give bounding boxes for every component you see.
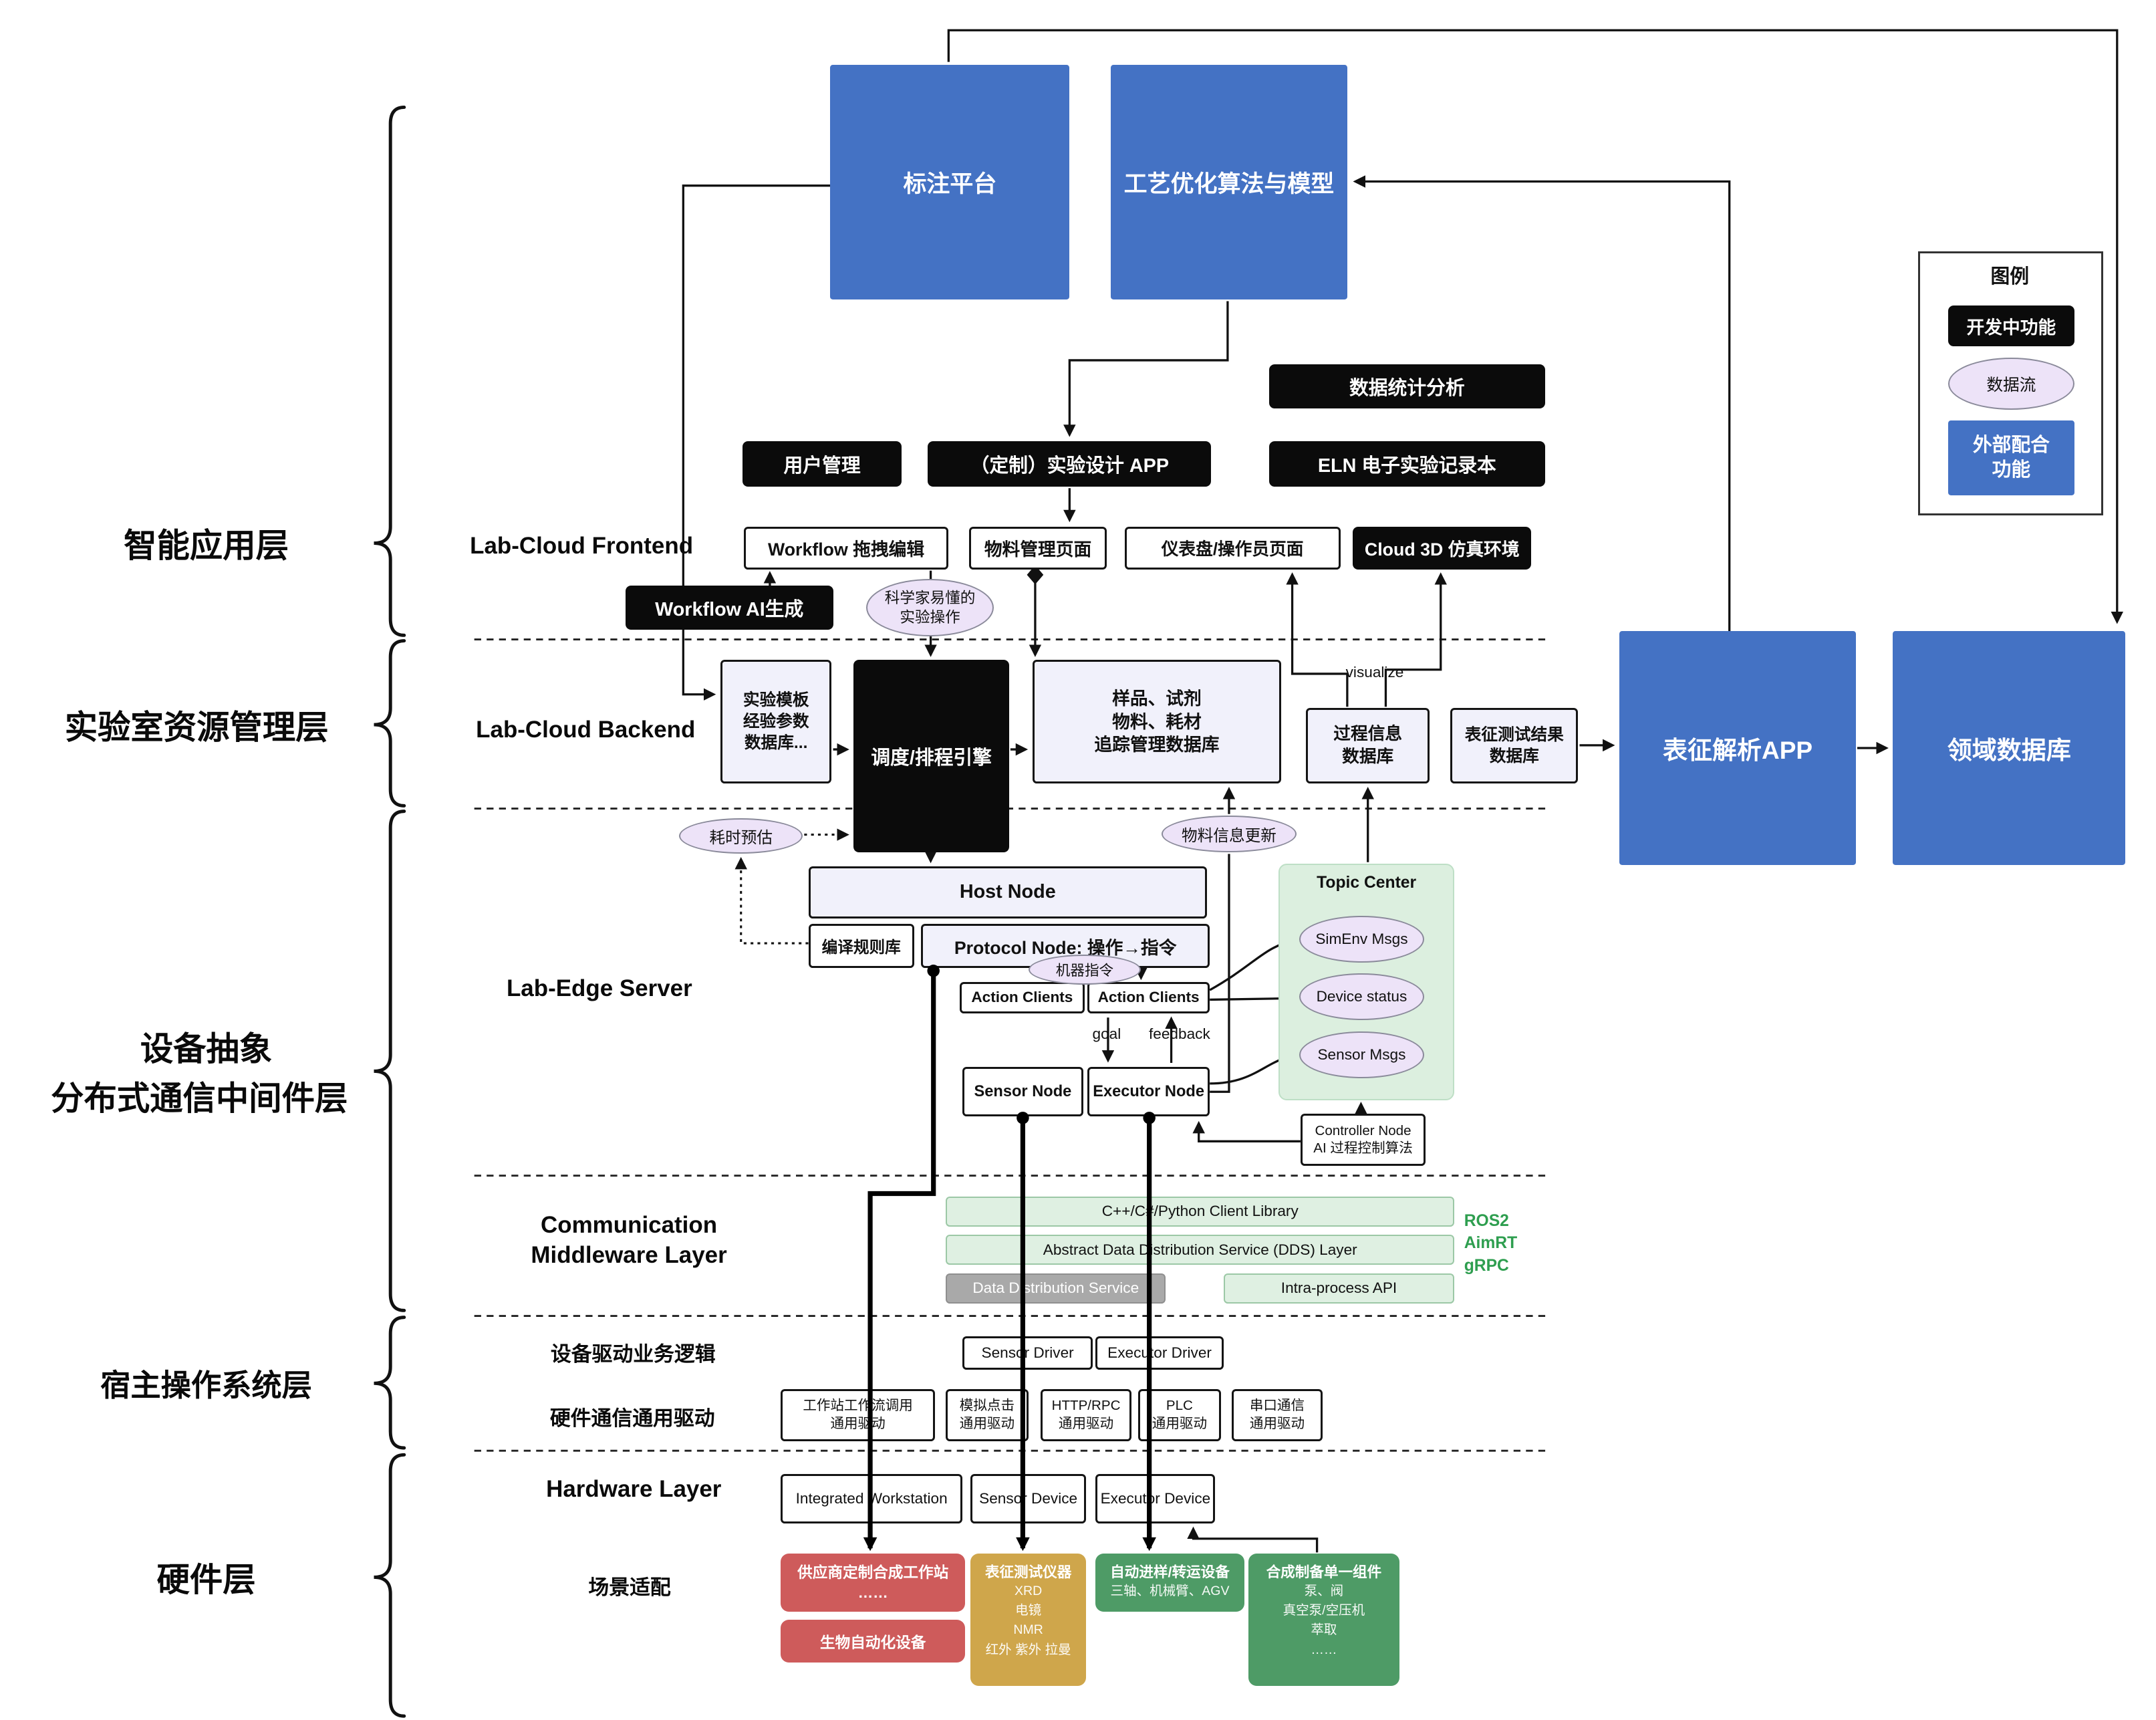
sensor-driver-box: Sensor Driver [962, 1336, 1093, 1370]
data-stats-box: 数据统计分析 [1268, 364, 1546, 408]
edge-section-label: Lab-Edge Server [506, 975, 692, 1001]
backend-section-label: Lab-Cloud Backend [476, 717, 696, 743]
char-instruments-title: 表征测试仪器 [984, 1563, 1072, 1580]
sensor-device-box: Sensor Device [970, 1474, 1087, 1524]
sensor-node-box: Sensor Node [962, 1067, 1083, 1117]
synthesis-components-box: 合成制备单一组件 泵、阀 真空泵/空压机 萃取 …… [1248, 1554, 1400, 1686]
layer-label-hardware: 硬件层 [156, 1561, 256, 1598]
layer-label-host-os: 宿主操作系统层 [100, 1368, 312, 1402]
domain-db-box: 领域数据库 [1893, 631, 2126, 865]
layer-label-device-abstraction: 设备抽象 [140, 1030, 273, 1068]
dds-service-box: Data Distribution Service [946, 1273, 1166, 1304]
sample-db-box: 样品、试剂 物料、耗材 追踪管理数据库 [1032, 660, 1282, 784]
eln-box: ELN 电子实验记录本 [1268, 441, 1546, 487]
driver-logic-label: 设备驱动业务逻辑 [550, 1342, 716, 1366]
feedback-label: feedback [1149, 1025, 1210, 1042]
transfer-equipment-title: 自动进样/转运设备 [1110, 1563, 1230, 1580]
scene-adaptation-label: 场景适配 [588, 1576, 671, 1600]
char-instruments-body: XRD 电镜 NMR 红外 紫外 拉曼 [985, 1583, 1071, 1657]
process-optimization-box: 工艺优化算法与模型 [1111, 64, 1347, 300]
frontend-section-label: Lab-Cloud Frontend [470, 532, 694, 559]
executor-driver-box: Executor Driver [1095, 1336, 1224, 1370]
driver-http-rpc-box: HTTP/RPC 通用驱动 [1041, 1388, 1131, 1441]
compile-rules-box: 编译规则库 [808, 924, 914, 969]
topic-center-title: Topic Center [1317, 873, 1417, 892]
executor-device-box: Executor Device [1095, 1474, 1216, 1524]
layer-braces [374, 105, 406, 1718]
transfer-equipment-box: 自动进样/转运设备 三轴、机械臂、AGV [1095, 1554, 1244, 1612]
synthesis-components-title: 合成制备单一组件 [1266, 1563, 1382, 1580]
layer-label-resource: 实验室资源管理层 [64, 709, 329, 746]
annotation-platform-box: 标注平台 [830, 64, 1070, 300]
workflow-ai-box: Workflow AI生成 [625, 586, 833, 630]
material-update-flow: 物料信息更新 [1162, 815, 1297, 853]
action-clients-left-box: Action Clients [959, 981, 1085, 1013]
bus-protocol-to-workstation [863, 971, 936, 1552]
custom-design-app-box: （定制）实验设计 APP [928, 441, 1212, 487]
workflow-edit-box: Workflow 拖拽编辑 [743, 526, 949, 570]
char-app-box: 表征解析APP [1619, 631, 1856, 865]
arrow-process-db-to-cloud3d [1384, 572, 1447, 707]
executor-node-box: Executor Node [1087, 1067, 1210, 1117]
middleware-section-label: Communication Middleware Layer [531, 1211, 727, 1269]
machine-cmd-flow: 机器指令 [1028, 954, 1141, 985]
device-status-flow: Device status [1299, 973, 1425, 1021]
brace-app-layer [374, 105, 406, 637]
arrow-optimization-to-design-app [1063, 301, 1229, 437]
host-node-box: Host Node [808, 866, 1208, 919]
legend-title: 图例 [1990, 265, 2030, 287]
brace-hardware-layer [374, 1453, 406, 1718]
driver-click-box: 模拟点击 通用驱动 [946, 1388, 1029, 1441]
line-executor-to-material-update [1210, 854, 1230, 1093]
arrow-synthesis-to-executor-device [1187, 1526, 1319, 1553]
protocol-node-box: Protocol Node: 操作→指令 [921, 924, 1210, 969]
goal-label: goal [1092, 1025, 1121, 1042]
sensor-msgs-flow: Sensor Msgs [1299, 1031, 1425, 1078]
simenv-msgs-flow: SimEnv Msgs [1299, 915, 1425, 963]
transfer-equipment-body: 三轴、机械臂、AGV [1110, 1583, 1230, 1598]
dds-abstract-box: Abstract Data Distribution Service (DDS)… [946, 1235, 1455, 1265]
client-library-box: C++/C#/Python Client Library [946, 1196, 1455, 1227]
layer-label-middleware: 分布式通信中间件层 [51, 1080, 348, 1117]
synthesis-components-body: 泵、阀 真空泵/空压机 萃取 …… [1283, 1583, 1365, 1657]
middleware-stack-label: ROS2 AimRT gRPC [1464, 1212, 1518, 1275]
cloud3d-box: Cloud 3D 仿真环境 [1353, 526, 1532, 570]
dotted-compile-rules-to-time-estimate [734, 856, 809, 945]
legend-external-swatch: 外部配合 功能 [1947, 420, 2074, 495]
scheduler-box: 调度/排程引擎 [853, 660, 1009, 853]
template-db-box: 实验模板 经验参数 数据库... [720, 660, 832, 784]
brace-middleware-layer [374, 810, 406, 1312]
vendor-workstation-box: 供应商定制合成工作站 …… [781, 1554, 965, 1612]
driver-workstation-box: 工作站工作流调用 通用驱动 [781, 1388, 935, 1441]
driver-serial-box: 串口通信 通用驱动 [1232, 1388, 1323, 1441]
result-db-box: 表征测试结果 数据库 [1450, 708, 1579, 784]
time-estimate-flow: 耗时预估 [679, 818, 803, 854]
char-instruments-box: 表征测试仪器 XRD 电镜 NMR 红外 紫外 拉曼 [970, 1554, 1087, 1686]
controller-node-box: Controller Node AI 过程控制算法 [1300, 1114, 1426, 1166]
legend-dataflow-swatch: 数据流 [1947, 357, 2074, 410]
bio-automation-box: 生物自动化设备 [781, 1620, 965, 1663]
driver-plc-box: PLC 通用驱动 [1138, 1388, 1221, 1441]
brace-host-os-layer [374, 1316, 406, 1450]
arrow-controller-to-executor [1192, 1120, 1301, 1142]
scientist-ops-flow: 科学家易懂的 实验操作 [865, 578, 994, 637]
material-page-box: 物料管理页面 [969, 526, 1107, 570]
dashboard-page-box: 仪表盘/操作员页面 [1124, 526, 1341, 570]
intra-process-api-box: Intra-process API [1223, 1273, 1455, 1304]
layer-label-app: 智能应用层 [124, 527, 289, 565]
process-db-box: 过程信息 数据库 [1306, 708, 1430, 784]
hardware-section-label: Hardware Layer [546, 1475, 722, 1502]
visualize-label: visualize [1345, 663, 1404, 681]
user-mgmt-box: 用户管理 [742, 441, 902, 487]
brace-resource-layer [374, 639, 406, 808]
generic-driver-label: 硬件通信通用驱动 [549, 1406, 715, 1431]
action-clients-right-box: Action Clients [1087, 981, 1210, 1013]
legend-developing-swatch: 开发中功能 [1947, 305, 2074, 347]
integrated-workstation-box: Integrated Workstation [781, 1474, 962, 1524]
arrow-process-db-to-dashboard [1286, 572, 1349, 707]
